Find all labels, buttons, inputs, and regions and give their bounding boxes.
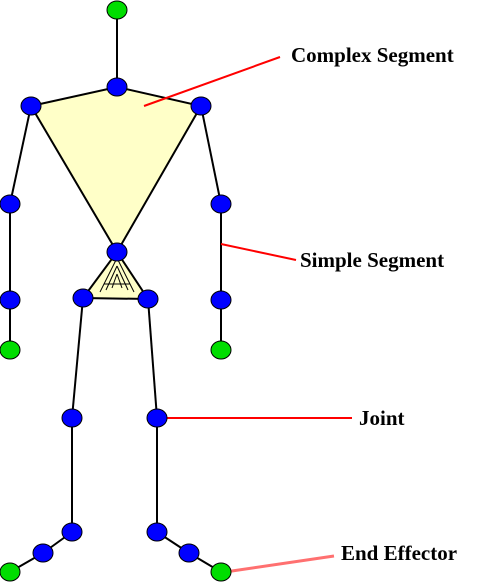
joint-icon: [106, 77, 128, 97]
end-effector-icon: [210, 340, 232, 360]
joint-icon: [146, 408, 168, 428]
right-upper-arm-bone: [200, 105, 222, 205]
leader-complex-segment: [143, 56, 281, 107]
joint-icon: [190, 96, 212, 116]
label-complex-segment: Complex Segment: [291, 43, 454, 67]
end-effector-icon: [210, 562, 232, 582]
joint-icon: [32, 543, 54, 563]
joint-icon: [210, 194, 232, 214]
left-upper-arm-bone: [9, 105, 32, 205]
joint-icon: [0, 290, 21, 310]
leader-end-effector: [224, 554, 335, 574]
torso-complex-segment: [29, 85, 203, 254]
joint-icon: [210, 290, 232, 310]
joint-icon: [61, 408, 83, 428]
end-effector-icon: [0, 562, 21, 582]
joints: [0, 77, 232, 563]
joint-icon: [178, 543, 200, 563]
label-joint: Joint: [359, 406, 405, 430]
pelvis-hatch: [99, 257, 135, 293]
joint-icon: [72, 288, 94, 308]
right-thigh-bone: [147, 298, 158, 419]
joint-icon: [61, 522, 83, 542]
end-effector-icon: [106, 0, 128, 20]
leader-simple-segment: [220, 243, 297, 261]
end-effectors: [0, 0, 232, 582]
label-end-effector: End Effector: [341, 541, 457, 565]
end-effector-icon: [0, 340, 21, 360]
joint-icon: [0, 194, 21, 214]
joint-icon: [106, 242, 128, 262]
joint-icon: [146, 522, 168, 542]
joint-icon: [137, 289, 159, 309]
left-thigh-bone: [71, 297, 84, 419]
joint-icon: [20, 96, 42, 116]
label-simple-segment: Simple Segment: [300, 248, 444, 272]
